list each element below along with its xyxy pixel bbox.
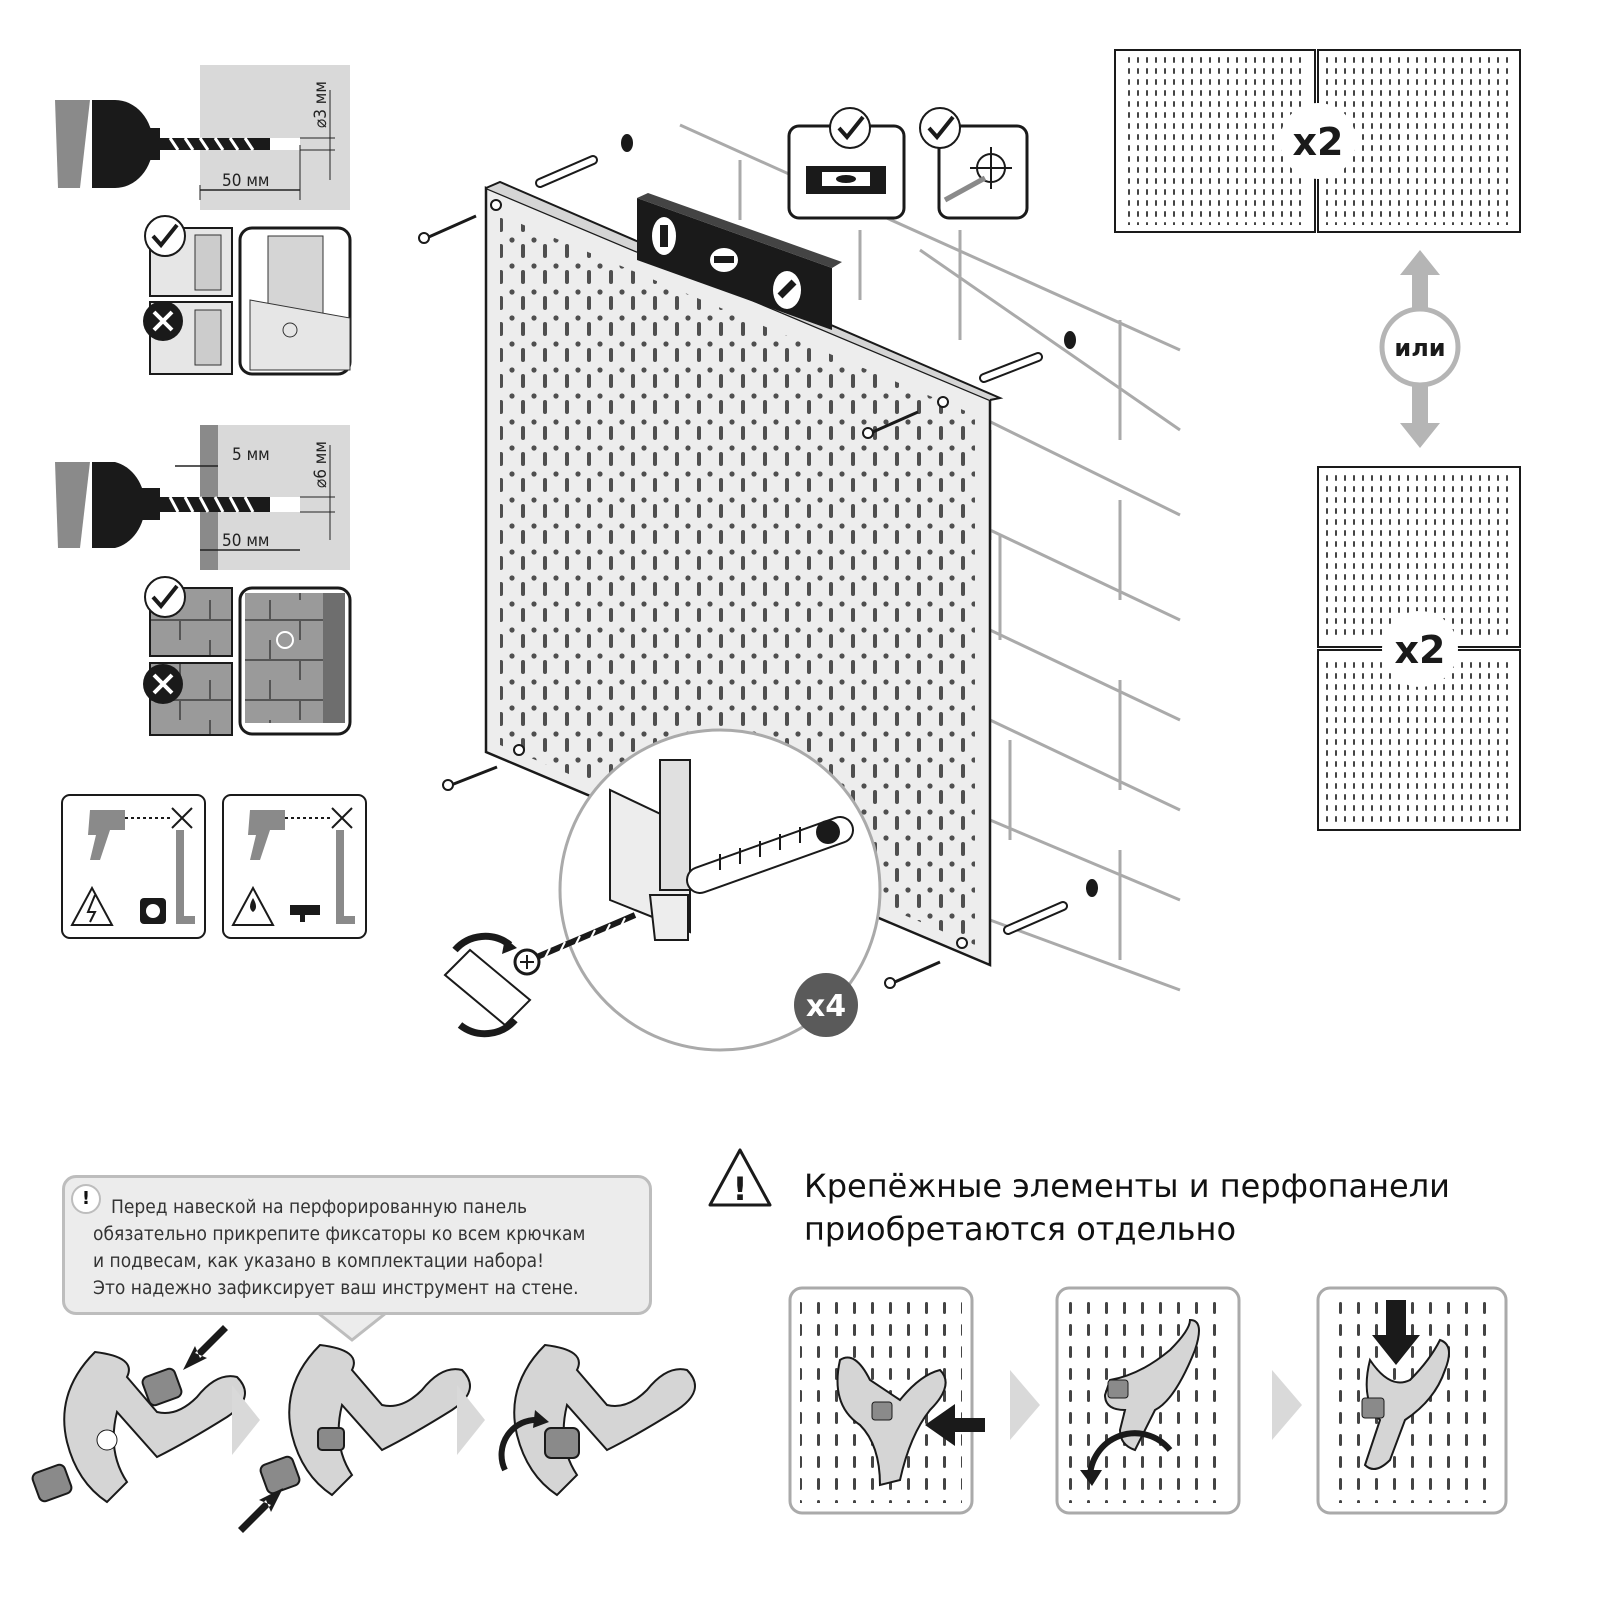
- wall-hole-markers: [621, 134, 1098, 897]
- warning-line: приобретаются отдельно: [804, 1210, 1237, 1248]
- mount-step-2: [1055, 1286, 1241, 1515]
- bottom-count-label: x2: [1395, 628, 1446, 672]
- screw-count-badge: [794, 973, 858, 1037]
- step-arrow-2: [457, 1385, 485, 1455]
- fixator-note: ! Перед навеской на перфорированную пане…: [62, 1175, 652, 1315]
- water-warning-card: [222, 794, 367, 939]
- step-arrow-1: [232, 1385, 260, 1455]
- note-line: Это надежно зафиксирует ваш инструмент н…: [93, 1277, 579, 1299]
- wood-check-panel: [143, 215, 352, 376]
- spirit-level: [637, 193, 842, 330]
- dim-offset-5mm: 5 мм: [232, 445, 270, 465]
- note-text: Перед навеской на перфорированную панель…: [93, 1194, 633, 1302]
- mount-step-1: [788, 1286, 985, 1515]
- magnified-detail: [443, 728, 882, 1052]
- screws-and-anchors: [418, 155, 1068, 989]
- dim-hole-3mm: ⌀3 мм: [311, 81, 331, 128]
- top-count-badge: [1280, 103, 1356, 179]
- mount-arrow-1: [1010, 1370, 1040, 1440]
- dim-50mm-a: 50 мм: [222, 171, 269, 191]
- bottom-count-badge: [1382, 611, 1458, 687]
- mount-step-3: [1316, 1286, 1508, 1515]
- drill-step-wood: [55, 65, 350, 210]
- laser-check-card: [919, 107, 1029, 220]
- electric-warning-card: [61, 794, 206, 939]
- note-line: Перед навеской на перфорированную панель: [111, 1196, 528, 1218]
- brick-check-panel: [143, 576, 352, 736]
- exclamation-icon: !: [71, 1184, 101, 1214]
- note-pointer: [313, 1311, 391, 1342]
- or-arrow: [1379, 250, 1461, 448]
- hook-assembly-steps: [31, 1325, 696, 1533]
- warning-triangle-icon: [708, 1148, 772, 1207]
- dim-hole-6mm: ⌀6 мм: [311, 441, 331, 488]
- top-count-label: x2: [1293, 120, 1344, 164]
- hook-step-3: [498, 1343, 696, 1497]
- mount-arrow-2: [1272, 1370, 1302, 1440]
- hook-step-1: [31, 1325, 246, 1504]
- level-check-card: [787, 107, 906, 220]
- dim-50mm-b: 50 мм: [222, 531, 269, 551]
- warning-mark: !: [733, 1170, 748, 1208]
- hook-step-2: [238, 1343, 471, 1533]
- warning-text: Крепёжные элементы и перфопанели приобре…: [804, 1165, 1564, 1251]
- note-line: и подвесам, как указано в комплектации н…: [93, 1250, 544, 1272]
- note-line: обязательно прикрепите фиксаторы ко всем…: [93, 1223, 586, 1245]
- drill-step-brick: [55, 425, 350, 570]
- screw-count-label: x4: [806, 989, 846, 1024]
- or-label: или: [1394, 334, 1445, 362]
- warning-line: Крепёжные элементы и перфопанели: [804, 1167, 1450, 1205]
